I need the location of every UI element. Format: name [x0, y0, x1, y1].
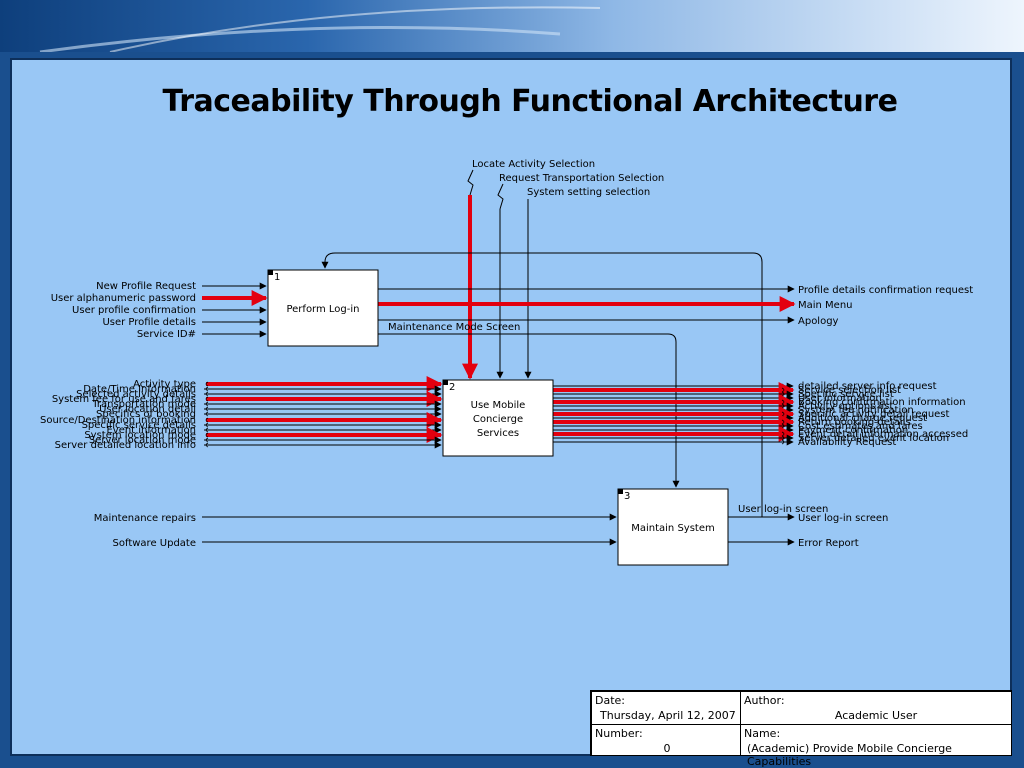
login-output-label: Profile details confirmation request	[798, 285, 973, 296]
feedback-to-login-line	[321, 252, 763, 517]
control-squiggle	[467, 169, 474, 196]
services-output-label: Booking confirmation information	[798, 397, 966, 408]
diagram-info-box: Date: Thursday, April 12, 2007 Author: A…	[590, 690, 1012, 768]
tunnel-mark	[205, 422, 209, 428]
services-output-label: Return booking details	[798, 417, 911, 428]
login-input-label: New Profile Request	[96, 281, 196, 292]
services-output-label: Service selection list	[798, 385, 901, 396]
services-output-label: Activity options list	[798, 401, 893, 412]
login-output-label: Apology	[798, 316, 839, 327]
services-output-label: detailed server info request	[798, 381, 937, 392]
maintenance-mode-line	[378, 333, 680, 488]
services-input-label: User location detail	[99, 404, 196, 415]
number-value: 0	[663, 742, 671, 755]
activity-corner-marker	[618, 489, 623, 494]
services-output-label: Additional charge request	[798, 413, 927, 424]
maintain-output-label: User log-in screen	[798, 513, 888, 524]
header-banner	[0, 0, 1024, 52]
tunnel-mark	[205, 386, 209, 392]
control-label: Request Transportation Selection	[499, 173, 664, 184]
tunnel-mark	[205, 437, 209, 443]
author-label: Author:	[744, 694, 785, 707]
number-label: Number:	[595, 727, 643, 740]
activity-box-1	[267, 269, 379, 347]
services-input-label: Event information	[106, 425, 196, 436]
date-cell: Date: Thursday, April 12, 2007	[591, 691, 741, 725]
services-output-label: Event detail information accessed	[798, 429, 968, 440]
activity-number: 2	[449, 382, 455, 393]
services-output-label: Server detailed event location	[798, 433, 949, 444]
tunnel-mark	[205, 417, 209, 423]
slide-title: Traceability Through Functional Architec…	[162, 84, 898, 119]
date-label: Date:	[595, 694, 625, 707]
tunnel-mark	[781, 439, 785, 445]
activity-name: Perform Log-in	[286, 304, 359, 315]
services-input-label: System fee for use and fares	[52, 394, 196, 405]
login-input-label: User profile confirmation	[72, 305, 196, 316]
tunnel-mark	[781, 435, 785, 441]
services-input-label: Source/Destination information	[40, 415, 196, 426]
services-input-label: Specific service details	[82, 420, 196, 431]
tunnel-mark	[781, 399, 785, 405]
author-cell: Author: Academic User	[740, 691, 1012, 725]
activity-box-2	[442, 379, 554, 457]
services-output-label: System fee notification	[798, 405, 914, 416]
author-value: Academic User	[834, 709, 918, 722]
activity-number: 3	[624, 491, 630, 502]
tunnel-mark	[781, 431, 785, 437]
name-value: (Academic) Provide Mobile Concierge Capa…	[747, 742, 952, 768]
date-value: Thursday, April 12, 2007	[600, 709, 736, 722]
maintenance-mode-label: Maintenance Mode Screen	[388, 322, 520, 333]
services-input-label: Transportation mode	[91, 399, 196, 410]
services-output-label: User information	[798, 393, 882, 404]
services-output-label: Payment confirmation	[798, 425, 908, 436]
activity-name: Services	[477, 428, 519, 439]
maintain-input-label: Software Update	[113, 538, 196, 549]
services-input-label: Selected activity details	[76, 389, 196, 400]
services-input-label: Specifics of booking	[96, 409, 196, 420]
services-input-label: Server detailed location info	[55, 440, 196, 451]
tunnel-mark	[205, 391, 209, 397]
tunnel-mark	[205, 427, 209, 433]
login-input-label: User Profile details	[102, 317, 196, 328]
activity-corner-marker	[443, 380, 448, 385]
feedback-label: User log-in screen	[738, 504, 828, 515]
name-label: Name:	[744, 727, 781, 740]
tunnel-mark	[205, 432, 209, 438]
tunnel-mark	[781, 419, 785, 425]
maintain-input-label: Maintenance repairs	[94, 513, 196, 524]
services-input-label: Date/Time Information	[83, 384, 196, 395]
maintain-output-label: Error Report	[798, 538, 859, 549]
activity-box-3	[617, 488, 729, 566]
control-label: Locate Activity Selection	[472, 159, 595, 170]
activity-number: 1	[274, 272, 280, 283]
services-input-label: Activity type	[133, 379, 196, 390]
tunnel-mark	[205, 401, 209, 407]
banner-swoosh	[39, 6, 601, 52]
activity-name: Use Mobile	[471, 400, 526, 411]
tunnel-mark	[205, 396, 209, 402]
tunnel-mark	[205, 411, 209, 417]
services-output-label: Cost estimates and fares	[798, 421, 923, 432]
tunnel-mark	[205, 442, 209, 448]
number-cell: Number: 0	[591, 724, 741, 756]
activity-name: Concierge	[473, 414, 523, 425]
services-output-label: Availability Request	[798, 437, 896, 448]
services-input-label: System location mode	[84, 430, 196, 441]
services-output-label: Specific service list	[798, 389, 894, 400]
tunnel-mark	[205, 406, 209, 412]
activity-name: Maintain System	[631, 523, 715, 534]
tunnel-mark	[781, 387, 785, 393]
services-output-label: Specific activity detail request	[798, 409, 950, 420]
activity-corner-marker	[268, 270, 273, 275]
control-label: System setting selection	[527, 187, 650, 198]
login-input-label: Service ID#	[137, 329, 196, 340]
login-output-label: Main Menu	[798, 300, 853, 311]
tunnel-mark	[205, 381, 209, 387]
name-cell: Name: (Academic) Provide Mobile Concierg…	[740, 724, 1012, 768]
services-input-label: Server location mode	[89, 435, 196, 446]
login-input-label: User alphanumeric password	[51, 293, 196, 304]
control-squiggle	[497, 183, 504, 210]
